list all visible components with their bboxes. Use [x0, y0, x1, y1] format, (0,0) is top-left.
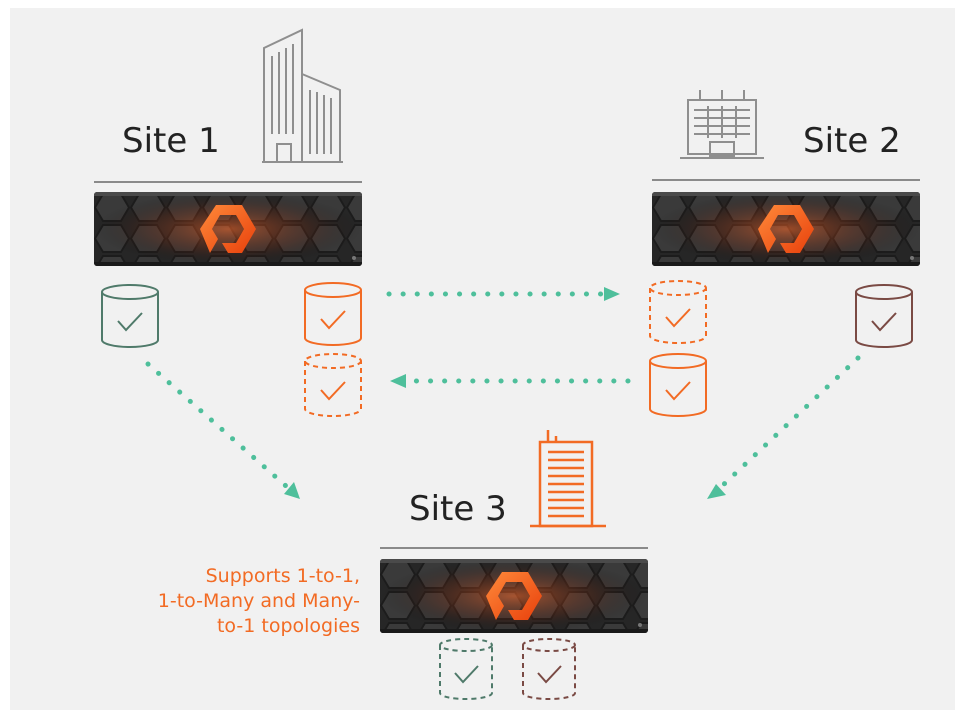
site-3-divider — [380, 547, 648, 549]
note-line-1: Supports 1-to-1, — [205, 565, 360, 587]
arrow-site2-to-site3 — [719, 355, 861, 489]
arrowhead-site3-right — [707, 484, 726, 499]
arrowhead-site2 — [604, 287, 620, 301]
note-line-3: to-1 topologies — [216, 615, 360, 637]
site-2-divider — [652, 179, 920, 181]
site-1-label: Site 1 — [122, 121, 220, 161]
volume-check-icon — [304, 353, 362, 417]
site-1-divider — [94, 181, 362, 183]
volume-check-icon — [101, 284, 159, 348]
site-3-label: Site 3 — [409, 489, 507, 529]
volume-check-icon — [522, 638, 576, 700]
orange-office-building-icon — [530, 430, 606, 528]
office-building-icon — [680, 90, 764, 159]
volume-check-icon — [649, 353, 707, 417]
volume-check-icon — [439, 638, 493, 700]
volume-check-icon — [649, 280, 707, 344]
arrowhead-site3-left — [284, 482, 300, 499]
arrow-site1-to-site3 — [145, 361, 289, 489]
skyscraper-icon — [262, 28, 343, 163]
topology-support-note: Supports 1-to-1, 1-to-Many and Many- to-… — [158, 564, 360, 639]
site-2-label: Site 2 — [803, 121, 901, 161]
arrowhead-site1 — [390, 374, 406, 388]
volume-check-icon — [304, 282, 362, 346]
note-line-2: 1-to-Many and Many- — [157, 590, 360, 612]
volume-check-icon — [855, 284, 913, 348]
